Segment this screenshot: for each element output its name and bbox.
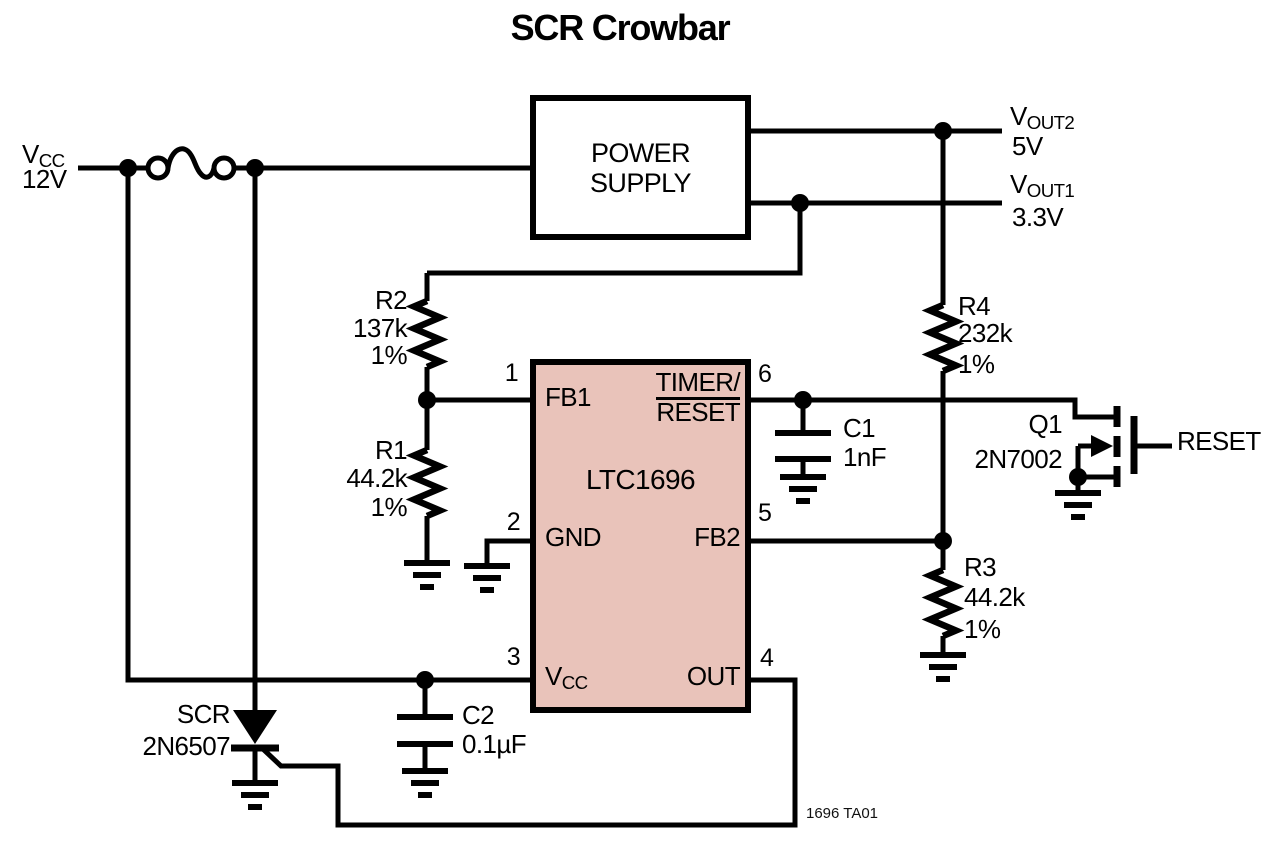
wire-out-to-gate xyxy=(261,677,798,828)
fuse-terminal-left xyxy=(145,155,171,181)
r3-tolerance: 1% xyxy=(964,614,1001,644)
capacitor-c1 xyxy=(775,430,831,462)
c2-ref: C2 xyxy=(462,700,495,730)
c2-value: 0.1µF xyxy=(462,729,527,759)
ground-symbol xyxy=(232,783,278,807)
junction-dot xyxy=(416,671,434,689)
mosfet-q1-symbol xyxy=(1091,406,1138,487)
vin-name: VCC xyxy=(22,139,65,172)
vin-value: 12V xyxy=(22,164,67,194)
junction-dot xyxy=(791,194,809,212)
pin-label-out: OUT xyxy=(686,661,741,691)
diagram-title: SCR Crowbar xyxy=(510,7,731,48)
fuse-terminal-right xyxy=(211,155,237,181)
r4-value: 232k xyxy=(958,318,1013,348)
reset-signal-label: RESET xyxy=(1177,426,1261,456)
r2-tolerance: 1% xyxy=(370,340,408,370)
resistor-r3 xyxy=(921,567,965,639)
ground-symbol xyxy=(464,566,510,590)
ic-body xyxy=(530,359,751,713)
vout1-value: 3.3V xyxy=(1012,202,1064,232)
q1-part: 2N7002 xyxy=(974,444,1063,474)
wire-vcc-branch xyxy=(125,168,533,683)
c1-ref: C1 xyxy=(843,413,876,443)
pin-number-1: 1 xyxy=(504,359,519,387)
ground-symbol xyxy=(920,655,966,679)
power-supply-line1: POWER xyxy=(590,138,691,168)
junction-dot xyxy=(794,391,812,409)
vout2-name: VOUT2 xyxy=(1010,101,1075,134)
wire-timer-reset xyxy=(748,397,1114,420)
r2-ref: R2 xyxy=(374,285,408,315)
capacitor-c2 xyxy=(397,714,453,747)
r4-tolerance: 1% xyxy=(958,349,995,379)
ground-symbol xyxy=(1055,493,1101,517)
figure-id: 1696 TA01 xyxy=(806,805,879,822)
junction-dot xyxy=(1069,468,1087,486)
scr-symbol xyxy=(231,710,279,752)
resistor-r4 xyxy=(921,302,965,374)
vout1-name: VOUT1 xyxy=(1010,169,1075,202)
r4-ref: R4 xyxy=(958,291,991,321)
junction-dot xyxy=(418,391,436,409)
power-supply-label: POWER SUPPLY xyxy=(533,138,748,198)
pin-label-fb2: FB2 xyxy=(694,522,740,552)
wire-gnd-pin xyxy=(484,538,533,566)
junction-dot xyxy=(119,159,137,177)
pin-label-vcc: VCC xyxy=(545,661,588,694)
r1-ref: R1 xyxy=(374,435,408,465)
wire-vout1-to-r2 xyxy=(427,203,803,276)
r1-value: 44.2k xyxy=(346,463,407,493)
c1-value: 1nF xyxy=(843,442,887,472)
fuse-element xyxy=(165,146,217,180)
r3-ref: R3 xyxy=(964,552,997,582)
pin-label-fb1: FB1 xyxy=(545,382,591,412)
q1-body-arrow xyxy=(1091,435,1113,457)
r3-value: 44.2k xyxy=(964,582,1025,612)
resistor-r2 xyxy=(405,298,449,370)
junction-dot xyxy=(246,159,264,177)
vout2-value: 5V xyxy=(1012,131,1043,161)
pin-label-timer: TIMER/ xyxy=(655,367,740,397)
pin-label-gnd: GND xyxy=(545,522,602,552)
scr-part: 2N6507 xyxy=(142,731,231,761)
pin-number-5: 5 xyxy=(758,499,772,527)
junction-dot xyxy=(934,122,952,140)
ground-symbol xyxy=(402,771,448,795)
pin-number-6: 6 xyxy=(758,360,772,388)
resistor-r1 xyxy=(405,447,449,519)
power-supply-box xyxy=(530,95,751,240)
r1-tolerance: 1% xyxy=(370,492,408,522)
pin-number-3: 3 xyxy=(506,643,521,671)
junction-dots xyxy=(119,122,1087,689)
pin-number-2: 2 xyxy=(506,508,521,536)
pin-number-4: 4 xyxy=(760,644,774,672)
junction-dot xyxy=(934,532,952,550)
ic-name: LTC1696 xyxy=(586,464,696,495)
fuse-symbol xyxy=(145,146,237,181)
q1-ref: Q1 xyxy=(1028,409,1063,439)
pin-label-reset: RESET xyxy=(656,397,741,427)
scr-anode-triangle xyxy=(233,710,277,744)
ground-symbol xyxy=(780,477,826,501)
ground-symbol xyxy=(404,563,450,587)
scr-ref: SCR xyxy=(176,699,231,729)
r2-value: 137k xyxy=(353,313,408,343)
power-supply-line2: SUPPLY xyxy=(590,168,692,198)
